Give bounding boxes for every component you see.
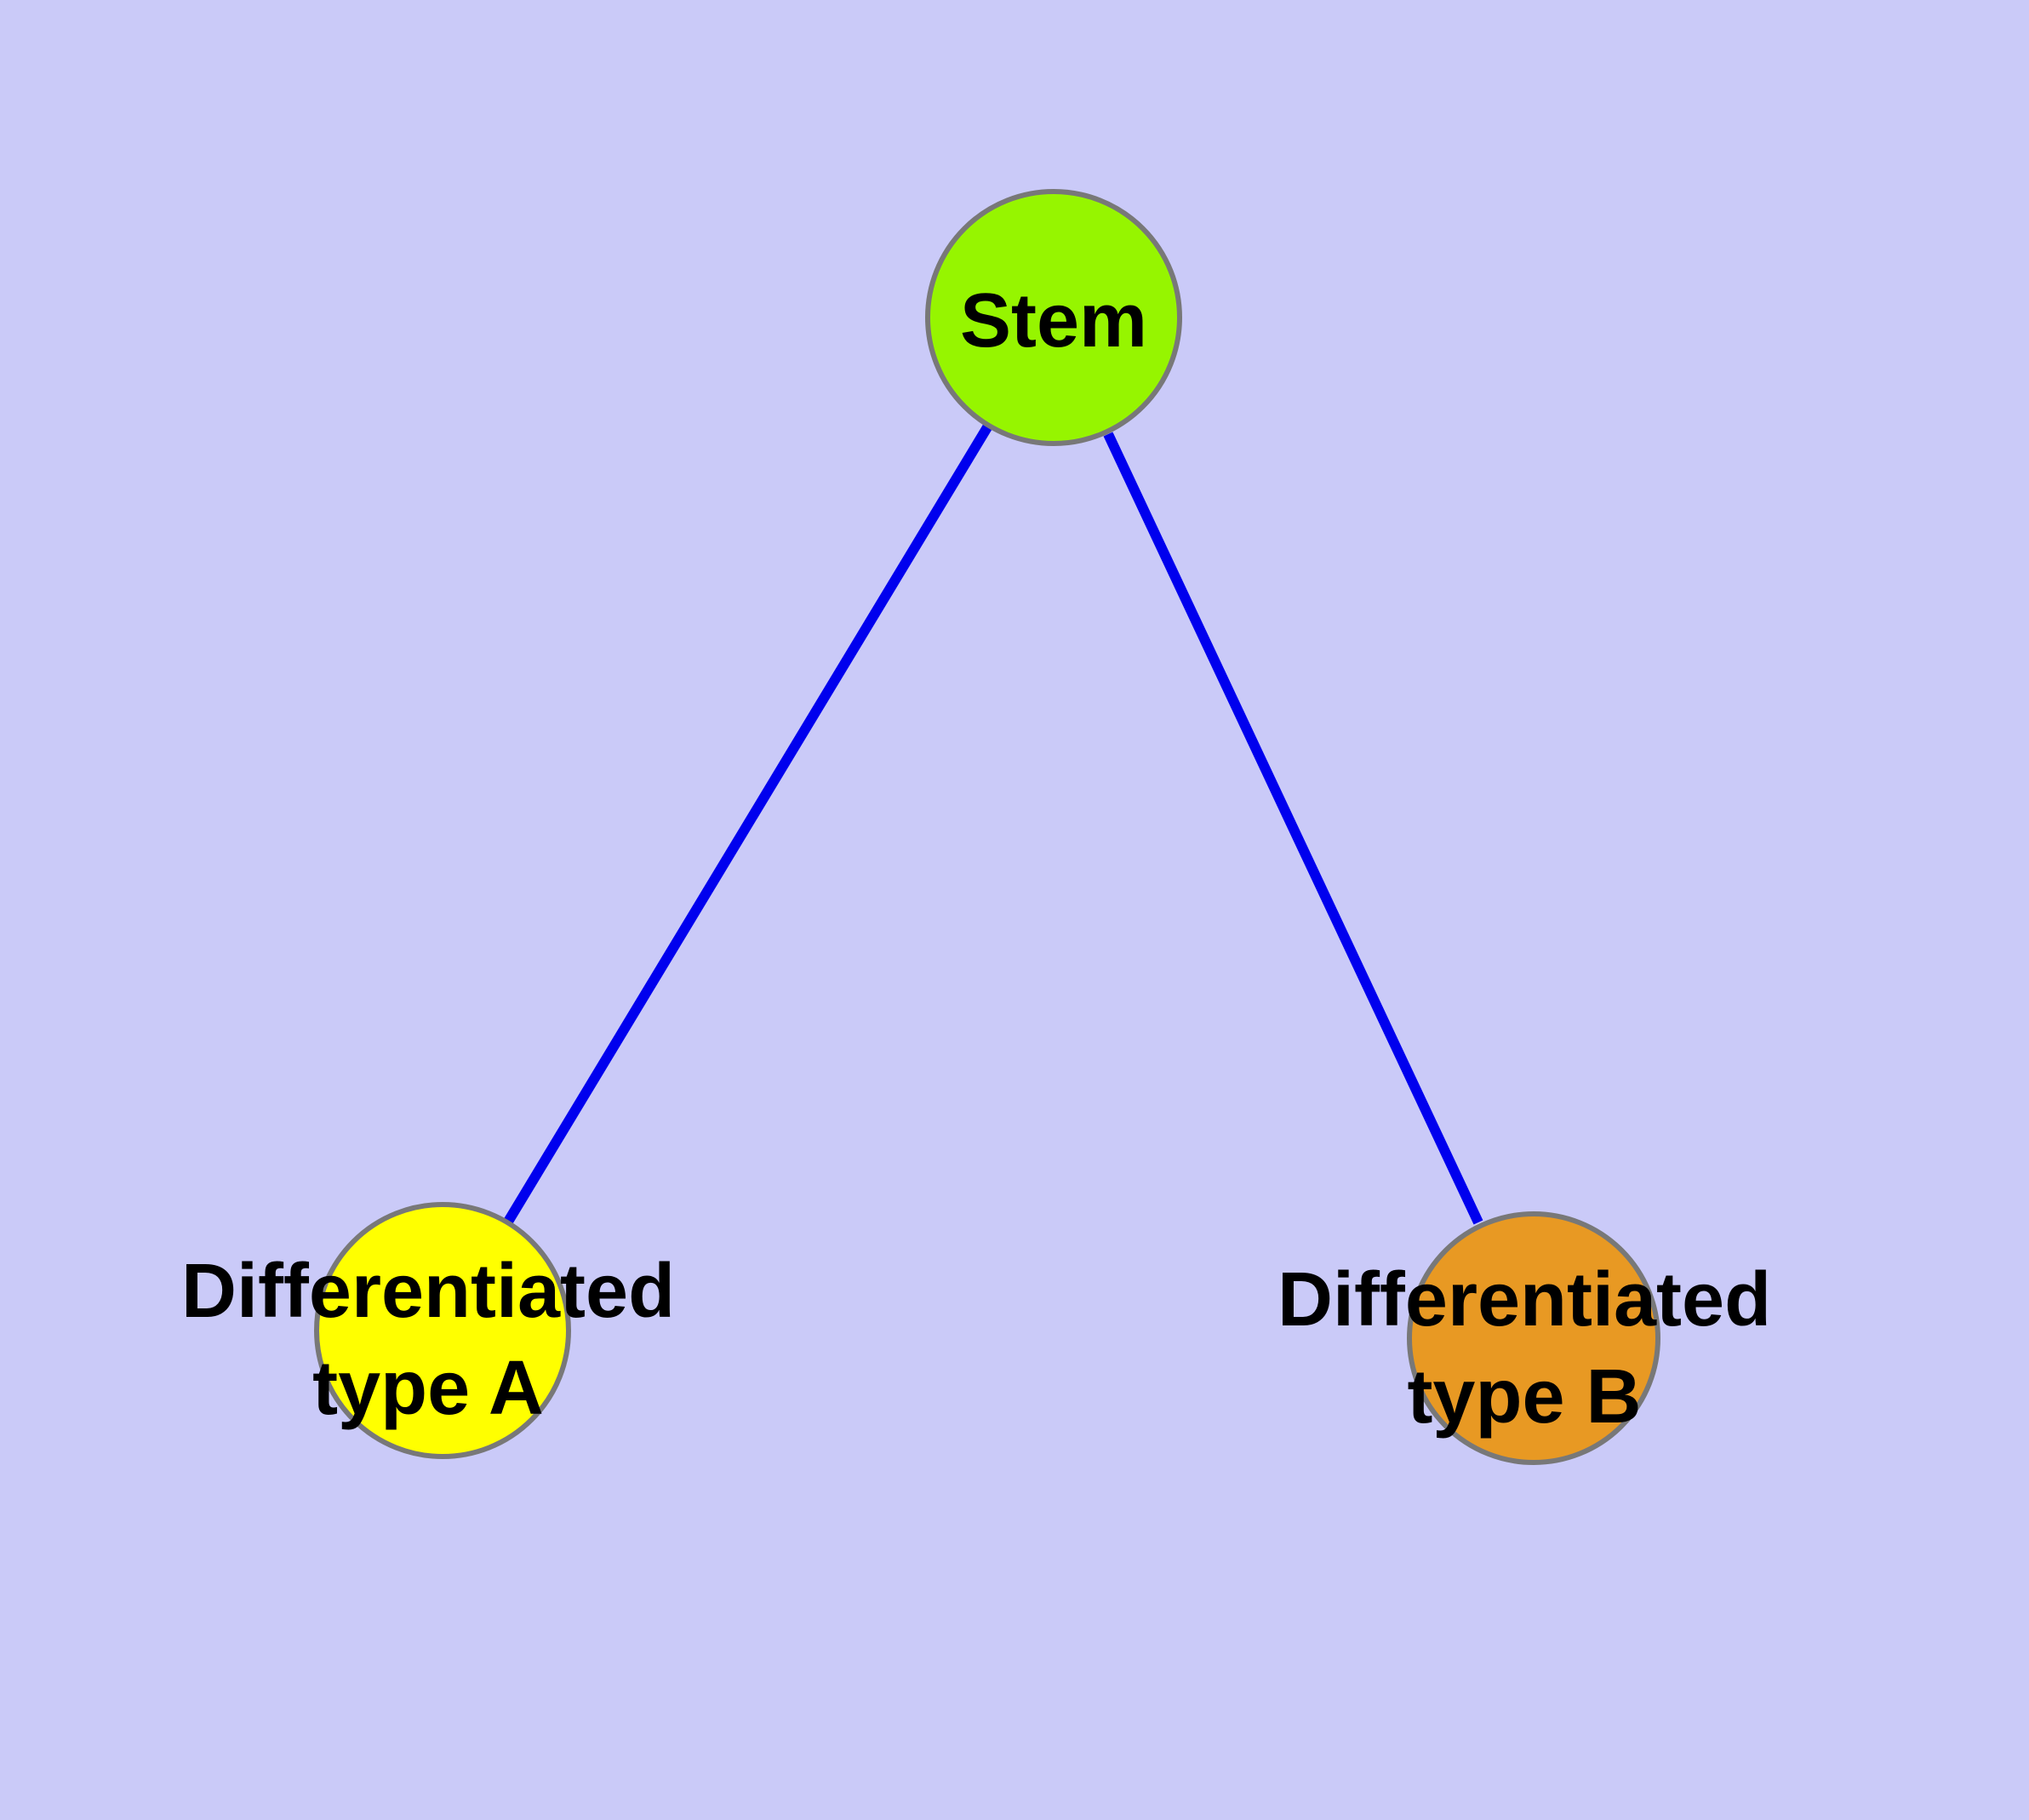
edge-stem-to-type-b [1103,432,1483,1225]
node-stem [925,189,1182,446]
node-type-a [314,1202,571,1459]
node-type-b [1407,1211,1660,1465]
edge-stem-to-type-a [503,424,992,1225]
